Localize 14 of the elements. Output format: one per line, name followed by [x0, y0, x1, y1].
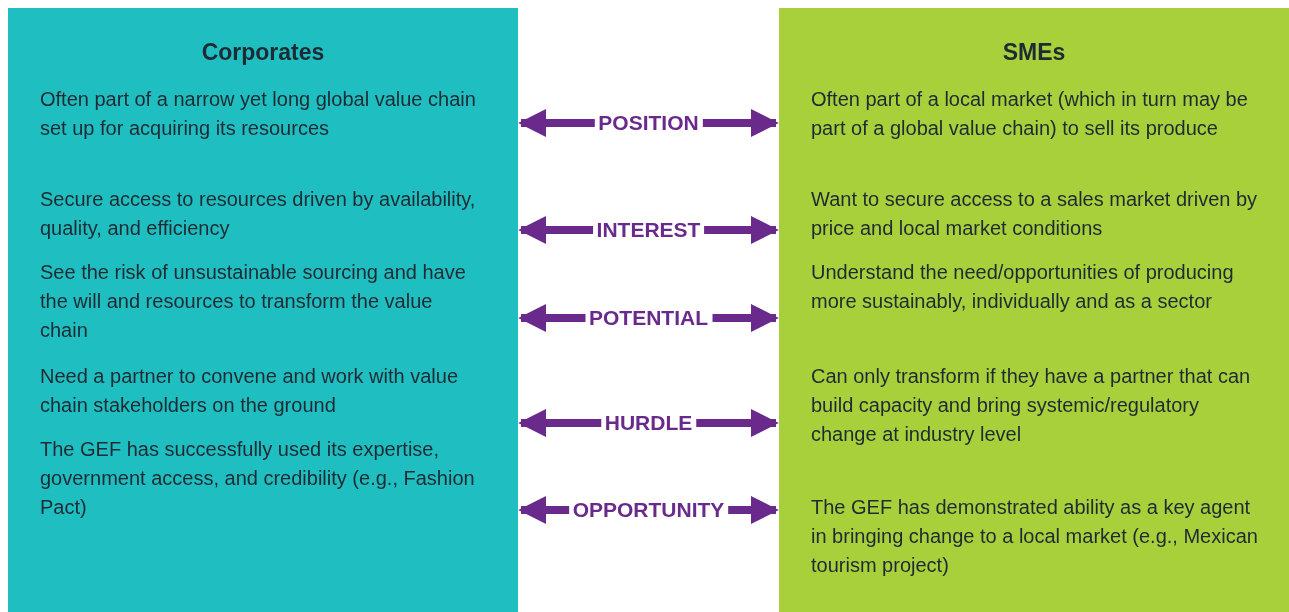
statement-text: The GEF has successfully used its expertise, government access, and credibility (e.g., Fashion Pact)	[40, 437, 476, 520]
statement-text: Secure access to resources driven by availability, quality, and efficiency	[40, 187, 477, 241]
column-heading: Corporates	[200, 38, 326, 67]
statement-text: Can only transform if they have a partner that can build capacity and bring systemic/regulatory change at industry level	[811, 364, 1252, 447]
column-heading: SMEs	[1001, 38, 1067, 67]
statement-text: Understand the need/opportunities of producing more sustainably, individually and as a sector	[811, 260, 1235, 314]
statement-text: The GEF has demonstrated ability as a key agent in bringing change to a local market (e.g., Mexican tourism project)	[811, 495, 1259, 578]
statement-text: Often part of a narrow yet long global value chain set up for acquiring its resources	[40, 87, 477, 141]
statement-text: See the risk of unsustainable sourcing and have the will and resources to transform the value chain	[40, 260, 467, 343]
statement-text: Often part of a local market (which in turn may be part of a global value chain) to sell its produce	[811, 87, 1249, 141]
statement-text: Need a partner to convene and work with value chain stakeholders on the ground	[40, 364, 460, 418]
column-panel	[8, 8, 518, 612]
statement-text: Want to secure access to a sales market driven by price and local market conditions	[811, 187, 1259, 241]
column-panel	[779, 8, 1289, 612]
